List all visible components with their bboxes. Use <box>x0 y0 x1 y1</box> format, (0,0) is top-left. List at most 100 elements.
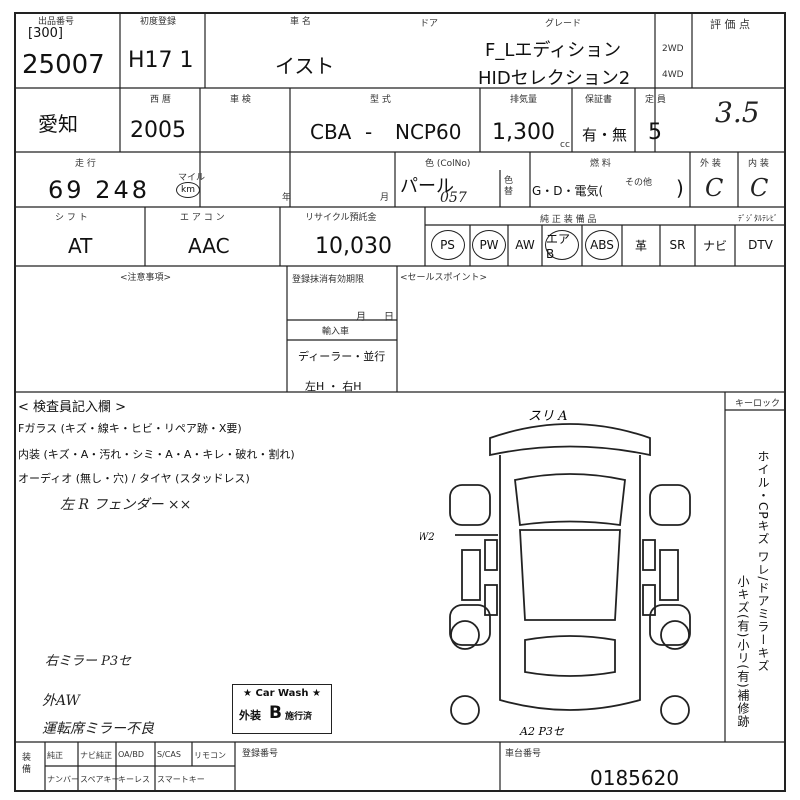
exterior-grade: C <box>705 174 724 202</box>
keyless-label: キーロック <box>735 399 781 409</box>
inspector-title: < 検査員記入欄 > <box>18 400 127 415</box>
color-change: 色替 <box>504 176 514 197</box>
diagram-left-note: U2 W2 <box>420 532 435 543</box>
shift: AT <box>68 234 93 258</box>
handwritten-note-4: 運転席ミラー不良 <box>42 721 154 737</box>
carwash-stamp: ★ Car Wash ★ 外装 B 施行済 <box>232 684 332 734</box>
car-diagram: スリ A A2 P3セ U2 W2 <box>420 409 691 738</box>
diagram-bottom-note: A2 P3セ <box>519 725 565 738</box>
exterior-label: 外 装 <box>700 159 721 169</box>
score: 3.5 <box>715 96 760 129</box>
handwritten-note-2: 右ミラー P3セ <box>45 654 132 669</box>
interior-label: 内 装 <box>748 159 769 169</box>
warranty-label: 保証書 <box>585 95 613 105</box>
reg-no-label: 登録番号 <box>242 749 279 759</box>
equipment-item: ABS <box>585 230 619 260</box>
shift-label: シ フ ト <box>55 213 88 223</box>
footer-item: S/CAS <box>157 750 181 759</box>
interior-grade: C <box>750 174 769 202</box>
mileage-note: マイル <box>178 173 206 183</box>
score-label: 評 価 点 <box>710 18 750 31</box>
capacity-label: 定 員 <box>645 95 666 105</box>
footer-left-label: 装備 <box>22 753 32 775</box>
displacement-unit: cc <box>560 140 570 150</box>
mileage-unit: km <box>176 182 200 198</box>
carwash-grade: B <box>269 703 282 723</box>
sales-point-label: <セールスポイント> <box>400 273 488 283</box>
year-label: 西 暦 <box>150 95 171 105</box>
recycle: 10,030 <box>315 234 392 259</box>
fuel-close: ) <box>676 176 684 200</box>
month-suffix: 月 <box>380 193 390 203</box>
recycle-label: リサイクル預託金 <box>305 213 377 223</box>
equipment-item: 革 <box>634 238 647 253</box>
footer-item: スペアキー <box>80 775 120 784</box>
car-name-label: 車 名 <box>290 17 311 27</box>
fuel-label: 燃 料 <box>590 159 611 169</box>
inspector-line1: Fガラス (キズ・線キ・ヒビ・リペア跡・X要) <box>18 422 242 435</box>
handwritten-note-1: 左 R フェンダー ×× <box>60 497 192 513</box>
side-text: ホイル・CPキズ ワレ/ドアミラーキズ <box>756 450 770 673</box>
drive-4wd: 4WD <box>662 70 684 80</box>
expiry-day: 日 <box>384 312 394 323</box>
model-dash: - <box>365 120 373 144</box>
footer-item: 純正 <box>47 751 63 760</box>
mileage: 69 248 <box>48 176 150 204</box>
carwash-text: 外装 <box>239 709 261 722</box>
footer-item: OA/BD <box>118 750 144 759</box>
displacement-label: 排気量 <box>510 95 538 105</box>
vehicle-check-label: 車 検 <box>230 95 251 105</box>
chassis-label: 車台番号 <box>505 749 542 759</box>
import-label: 輸入車 <box>322 327 350 337</box>
side-text-2: 小キズ(有)小リ(有)補修跡 <box>736 575 750 728</box>
expiry-month: 月 <box>356 312 366 323</box>
warranty: 有・無 <box>582 126 628 144</box>
drive-2wd: 2WD <box>662 44 684 54</box>
equipment-item: ナビ <box>702 238 727 253</box>
first-reg-label: 初度登録 <box>140 17 177 27</box>
footer-item: リモコン <box>194 751 226 760</box>
equipment-item: SR <box>669 238 686 252</box>
footer-item: スマートキー <box>157 775 205 784</box>
chassis-number: 0185620 <box>590 766 680 790</box>
lot-label: 出品番号 <box>38 17 75 27</box>
inspector-line3: オーディオ (無し・穴) / タイヤ (スタッドレス) <box>18 472 250 485</box>
region: 愛知 <box>38 112 78 136</box>
color: パール <box>400 176 454 197</box>
equipment-item: DTV <box>748 238 773 252</box>
model-label: 型 式 <box>370 95 391 105</box>
auction-sheet <box>14 12 786 792</box>
handwritten-note-3: 外AW <box>42 693 80 709</box>
fuel-other: その他 <box>625 178 653 188</box>
equipment-item: PS <box>430 230 465 260</box>
model-code: NCP60 <box>395 120 462 144</box>
lot-number: 25007 <box>22 50 105 80</box>
steering: 左H ・ 右H <box>305 380 362 393</box>
equipment-item: PW <box>472 230 506 260</box>
carwash-tag: 施行済 <box>285 712 313 722</box>
year: 2005 <box>130 118 186 143</box>
color-label: 色 (ColNo) <box>425 159 471 169</box>
footer-item: キーレス <box>118 775 150 784</box>
mileage-label: 走 行 <box>75 159 96 169</box>
diagram-top-note: スリ A <box>528 409 568 424</box>
notes-label: <注意事項> <box>120 273 172 283</box>
color-no: 057 <box>440 190 467 206</box>
doors-label: ドア <box>420 19 439 29</box>
grade-line1: F_Lエディション <box>485 40 622 61</box>
import-type: ディーラー・並行 <box>298 350 386 363</box>
digital-tv-label: ﾃﾞｼﾞﾀﾙﾃﾚﾋﾞ <box>738 214 778 223</box>
grade-line2: HIDセレクション2 <box>478 68 631 89</box>
first-reg: H17 1 <box>128 48 194 73</box>
equipment-item: エアB <box>545 230 579 261</box>
year-suffix: 年 <box>282 193 292 203</box>
carwash-title: ★ Car Wash ★ <box>243 688 321 699</box>
model-prefix: CBA <box>310 120 352 144</box>
equipment-item: AW <box>515 238 535 252</box>
ac-label: エ ア コ ン <box>180 213 225 223</box>
capacity: 5 <box>648 120 662 145</box>
lot-prefix: [300] <box>28 26 63 41</box>
footer-item: ナビ純正 <box>80 751 112 760</box>
displacement: 1,300 <box>492 120 555 145</box>
fuel-options: G・D・電気( <box>532 184 604 198</box>
